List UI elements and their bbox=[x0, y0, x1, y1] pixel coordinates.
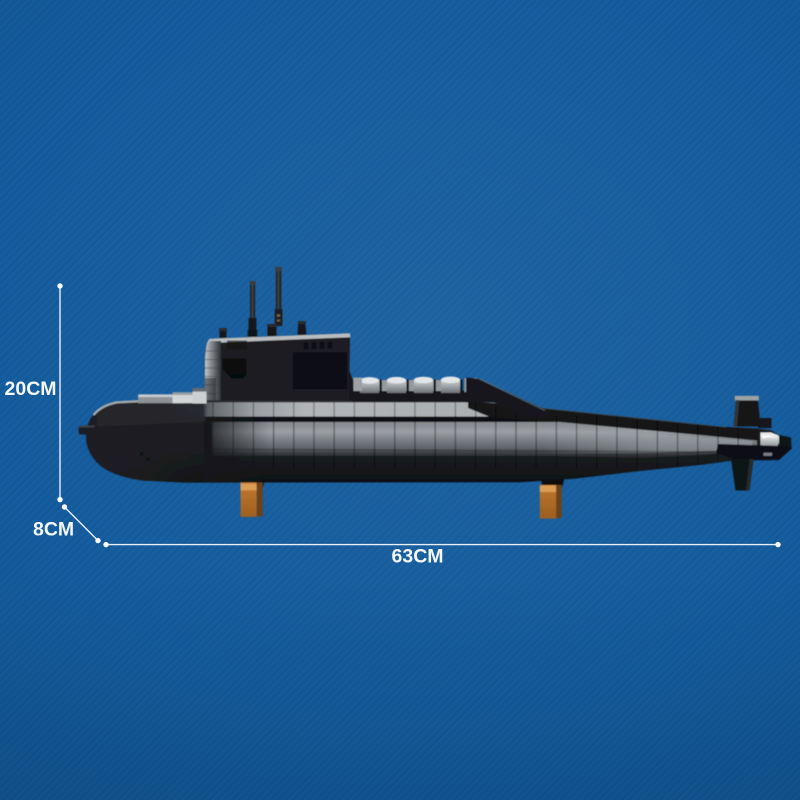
svg-text:20CM: 20CM bbox=[5, 378, 57, 400]
svg-text:8CM: 8CM bbox=[33, 519, 74, 541]
svg-text:63CM: 63CM bbox=[392, 546, 444, 568]
